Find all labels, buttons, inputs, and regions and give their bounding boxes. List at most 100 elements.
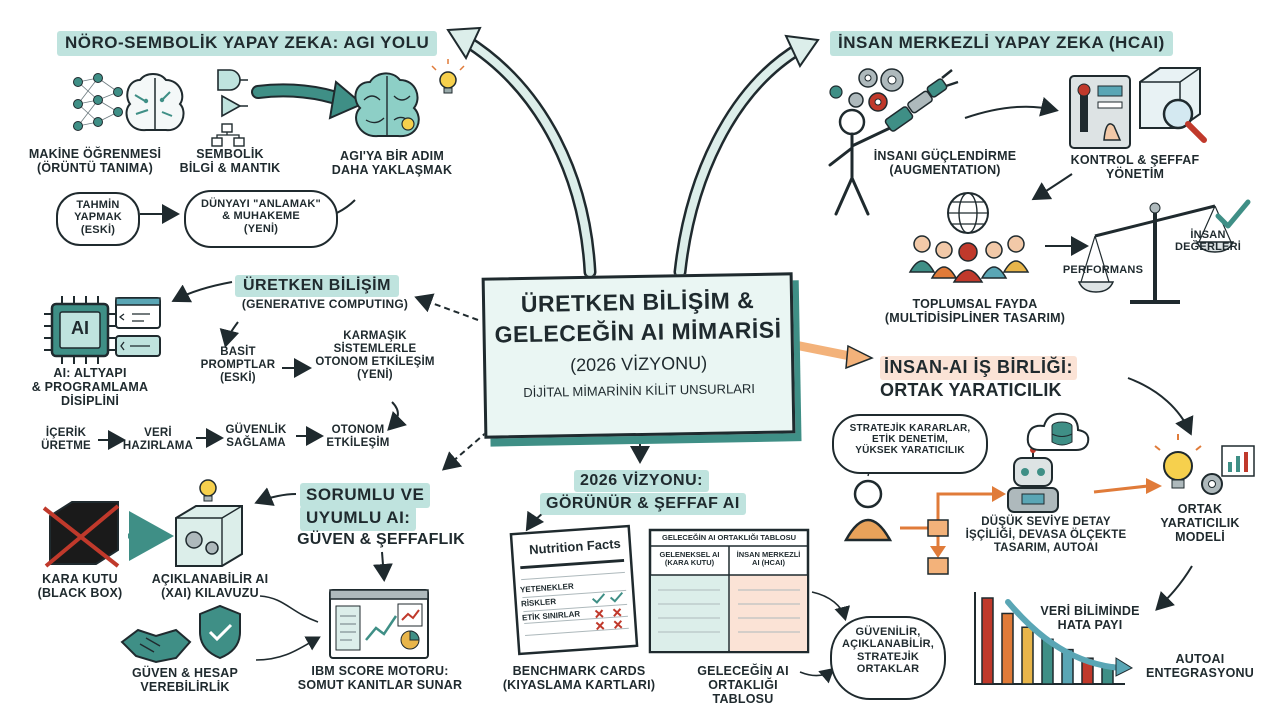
neuro-old-bubble: TAHMİN YAPMAK (ESKİ) bbox=[56, 192, 140, 246]
logic-gates-icon bbox=[211, 69, 248, 147]
neuro-ml-label: MAKİNE ÖĞRENMESİ (ÖRÜNTÜ TANIMA) bbox=[28, 147, 162, 175]
table-col-2: İNSAN MERKEZLİ AI (HCAI) bbox=[736, 550, 801, 568]
black-box-icon bbox=[42, 501, 120, 568]
resp-title-line1: SORUMLU VE bbox=[300, 483, 431, 508]
orange-flow-connector bbox=[900, 486, 1006, 575]
resp-blackbox-label: KARA KUTU (BLACK BOX) bbox=[37, 572, 123, 600]
vision-title-line1: 2026 VİZYONU: bbox=[574, 470, 709, 492]
collab-error-label: VERİ BİLİMİNDE HATA PAYI bbox=[1040, 604, 1140, 632]
vision-partnership-label: GELECEĞİN AI ORTAKLIĞI TABLOSU bbox=[697, 664, 789, 706]
table-title: GELECEĞİN AI ORTAKLIĞI TABLOSU bbox=[661, 533, 797, 542]
gen-infra-label: AI: ALTYAPI & PROGRAMLAMA DİSİPLİNİ bbox=[31, 366, 149, 408]
resp-line-2 bbox=[255, 636, 321, 661]
error-bar-chart bbox=[974, 592, 1134, 685]
hcai-control-label: KONTROL & ŞEFFAF YÖNETİM bbox=[1070, 153, 1200, 181]
hcai-values-label: İNSAN DEĞERLERİ bbox=[1175, 229, 1241, 254]
gen-arrow-2 bbox=[219, 321, 240, 348]
flow-arrow-icon bbox=[251, 80, 364, 120]
globe-people-icon bbox=[908, 192, 1030, 283]
hcai-performance-label: PERFORMANS bbox=[1062, 264, 1144, 276]
collab-arrow-2 bbox=[1093, 484, 1149, 494]
gears-icon bbox=[829, 68, 904, 112]
hcai-benefit-label: TOPLUMSAL FAYDA (MULTİDİSİPLİNER TASARIM… bbox=[884, 297, 1066, 325]
resp-title-line2: UYUMLU AI: bbox=[300, 506, 417, 531]
center-caption: DİJİTAL MİMARİNİN KİLİT UNSURLARI bbox=[523, 380, 756, 401]
human-person-icon bbox=[843, 479, 893, 542]
lightbulb-gear-chart-icon bbox=[1154, 434, 1255, 495]
control-panel-icon bbox=[1069, 75, 1131, 149]
vision-partners-label: GÜVENİLİR, AÇIKLANABİLİR, STRATEJİK ORTA… bbox=[841, 626, 934, 675]
neuro-title: NÖRO-SEMBOLİK YAPAY ZEKA: AGI YOLU bbox=[57, 31, 438, 56]
neuro-symbolic-label: SEMBOLİK BİLGİ & MANTIK bbox=[179, 147, 281, 175]
collab-autoai-label: AUTOAI ENTEGRASYONU bbox=[1146, 652, 1254, 680]
vision-partners-bubble: GÜVENİLİR, AÇIKLANABİLİR, STRATEJİK ORTA… bbox=[830, 616, 946, 700]
checkmark-icon bbox=[1215, 199, 1251, 229]
hcai-augment-label: İNSANI GÜÇLENDİRME (AUGMENTATION) bbox=[873, 149, 1017, 177]
neuro-new-bubble: DÜNYAYI "ANLAMAK" & MUHAKEME (YENİ) bbox=[184, 190, 338, 248]
transparent-cube-magnifier-icon bbox=[1139, 67, 1207, 143]
score-dashboard-icon bbox=[329, 589, 429, 659]
gen-arrow-4 bbox=[387, 401, 407, 431]
gen-arrow-1 bbox=[171, 281, 233, 303]
connector-generative bbox=[414, 293, 479, 321]
collab-arrow-3 bbox=[1155, 565, 1193, 611]
gen-step-3: GÜVENLİK SAĞLAMA bbox=[225, 424, 287, 449]
resp-trust-label: GÜVEN & HESAP VEREBİLİRLİK bbox=[131, 666, 239, 694]
gen-title: ÜRETKEN BİLİŞİM bbox=[235, 275, 399, 297]
ai-chip-icon bbox=[44, 296, 116, 364]
ai-chip-label: AI bbox=[71, 318, 89, 338]
collab-title-line1: İNSAN-AI İŞ BİRLİĞİ: bbox=[880, 356, 1077, 380]
human-with-robot-arm-icon bbox=[828, 69, 959, 216]
center-title-line1: ÜRETKEN BİLİŞİM & bbox=[520, 286, 755, 318]
collab-model-label: ORTAK YARATICILIK MODELİ bbox=[1160, 502, 1240, 544]
gen-step-4: OTONOM ETKİLEŞİM bbox=[326, 424, 390, 449]
vision-arrow-3 bbox=[799, 667, 835, 684]
resp-arrow-3 bbox=[372, 551, 393, 582]
collab-ai-label: DÜŞÜK SEVİYE DETAY İŞÇİLİĞİ, DEVASA ÖLÇE… bbox=[965, 516, 1127, 554]
arrow-to-neuro bbox=[446, 26, 597, 279]
collab-human-bubble: STRATEJİK KARARLAR, ETİK DENETİM, YÜKSEK… bbox=[832, 414, 988, 474]
neuro-old-label: TAHMİN YAPMAK (ESKİ) bbox=[74, 199, 122, 236]
gen-simple-label: BASİT PROMPTLAR (ESKİ) bbox=[200, 346, 276, 384]
central-concept-box: ÜRETKEN BİLİŞİM & GELECEĞİN AI MİMARİSİ … bbox=[481, 272, 796, 439]
gen-subtitle: (GENERATIVE COMPUTING) bbox=[241, 297, 409, 311]
partnership-table bbox=[648, 528, 810, 654]
gen-step-2: VERİ HAZIRLAMA bbox=[122, 427, 194, 452]
gen-step-1: İÇERİK ÜRETME bbox=[41, 427, 91, 452]
code-window-icon bbox=[115, 297, 161, 357]
hcai-arrow-2 bbox=[1031, 173, 1073, 201]
neuro-new-label: DÜNYAYI "ANLAMAK" & MUHAKEME (YENİ) bbox=[201, 198, 321, 235]
neuro-agi-label: AGI'YA BİR ADIM DAHA YAKLAŞMAK bbox=[331, 149, 453, 177]
resp-line-1 bbox=[259, 595, 319, 623]
vision-title-line2: GÖRÜNÜR & ŞEFFAF AI bbox=[540, 493, 746, 515]
collab-title-line2: ORTAK YARATICILIK bbox=[880, 380, 1062, 400]
connector-collab bbox=[790, 340, 874, 370]
cloud-database-icon bbox=[1026, 412, 1090, 451]
brain-circuit-icon bbox=[125, 73, 185, 132]
robot-icon bbox=[1007, 447, 1059, 513]
shield-check-icon bbox=[199, 604, 241, 660]
balance-scale-icon bbox=[1077, 202, 1235, 304]
center-title-line2: GELECEĞİN AI MİMARİSİ bbox=[494, 316, 782, 348]
gen-complex-label: KARMAŞIK SİSTEMLERLE OTONOM ETKİLEŞİM (Y… bbox=[315, 330, 435, 381]
transparent-box-gears-icon bbox=[175, 479, 243, 567]
resp-xai-label: AÇIKLANABİLİR AI (XAI) KILAVUZU bbox=[151, 572, 269, 600]
resp-arrow-1 bbox=[254, 487, 297, 506]
error-bar bbox=[1021, 626, 1034, 685]
collab-arrow-1 bbox=[1127, 377, 1194, 436]
resp-score-label: IBM SCORE MOTORU: SOMUT KANITLAR SUNAR bbox=[297, 664, 463, 692]
nutrition-card bbox=[509, 524, 639, 656]
arrow-to-hcai bbox=[673, 34, 820, 279]
vision-benchmark-label: BENCHMARK CARDS (KIYASLAMA KARTLARI) bbox=[502, 664, 656, 692]
error-bar bbox=[981, 597, 994, 685]
hcai-arrow-1 bbox=[964, 97, 1059, 119]
neural-network-icon bbox=[73, 73, 123, 131]
brain-lightbulb-icon bbox=[354, 59, 465, 138]
vision-arrow-2 bbox=[811, 591, 851, 622]
resp-title-line3: GÜVEN & ŞEFFAFLIK bbox=[297, 531, 465, 548]
hcai-title: İNSAN MERKEZLİ YAPAY ZEKA (HCAI) bbox=[830, 31, 1173, 56]
table-col-1: GELENEKSEL AI (KARA KUTU) bbox=[659, 550, 720, 568]
collab-human-text: STRATEJİK KARARLAR, ETİK DENETİM, YÜKSEK… bbox=[849, 423, 971, 457]
center-subtitle: (2026 VİZYONU) bbox=[569, 352, 708, 376]
